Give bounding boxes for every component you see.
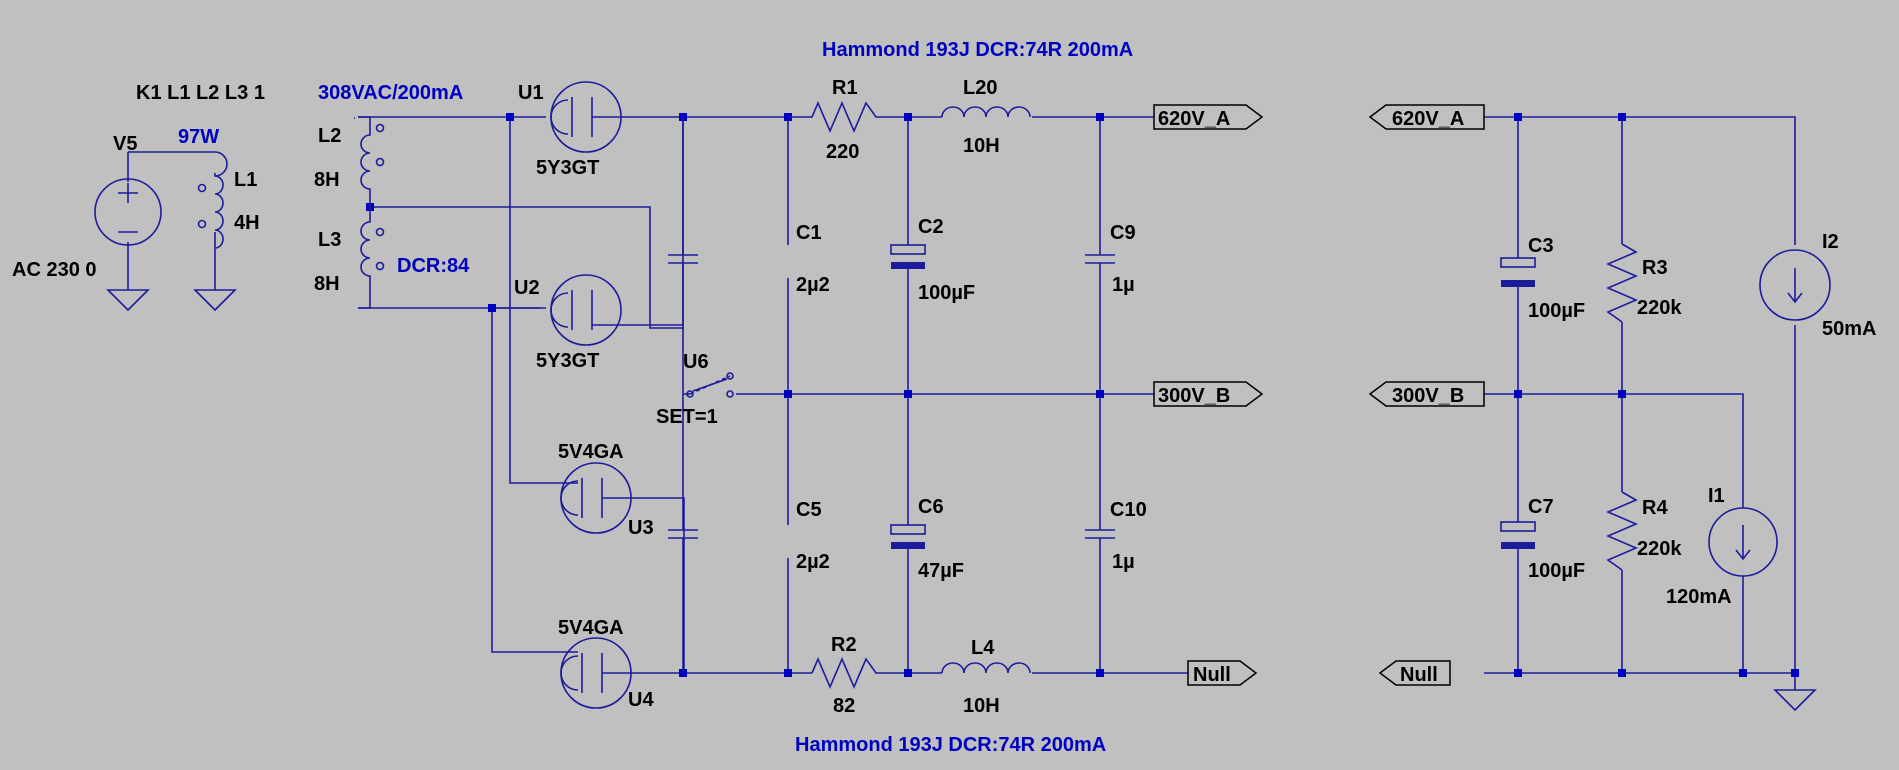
inductor-l2[interactable] [358, 116, 385, 207]
inductor-name: L1 [234, 169, 257, 191]
ground-icon [1773, 689, 1817, 712]
net-flag-620v-in[interactable]: 620V_A [1368, 104, 1485, 130]
tube-name: U3 [628, 517, 654, 539]
capacitor-value: 1µ [1112, 274, 1135, 296]
net-label-300v-out: 300V_B [1158, 385, 1230, 407]
net-label-300v-in: 300V_B [1392, 385, 1464, 407]
inductor-l4[interactable] [941, 662, 1031, 674]
capacitor-name: C1 [796, 222, 822, 244]
capacitor-name: C9 [1110, 222, 1136, 244]
ground-icon [193, 289, 237, 312]
resistor-name: R1 [832, 77, 858, 99]
resistor-name: R2 [831, 634, 857, 656]
inductor-l20[interactable] [941, 106, 1031, 118]
current-source-value: 120mA [1666, 586, 1732, 608]
net-label-620v-out: 620V_A [1158, 108, 1230, 130]
inductor-value: 8H [314, 273, 340, 295]
current-source-name: I2 [1822, 231, 1839, 253]
wires [127, 116, 1796, 690]
tube-value: 5V4GA [558, 617, 624, 639]
net-flag-620v-out[interactable]: 620V_A [1153, 104, 1264, 130]
net-flag-null-out[interactable]: Null [1187, 660, 1258, 686]
capacitor-c6[interactable] [890, 524, 926, 558]
switch-value: SET=1 [656, 406, 718, 428]
resistor-value: 82 [833, 695, 855, 717]
capacitor-c2[interactable] [890, 244, 926, 278]
note-hammond-top: Hammond 193J DCR:74R 200mA [822, 39, 1133, 61]
net-label-null-out: Null [1193, 664, 1231, 686]
capacitor-value: 100µF [1528, 300, 1585, 322]
inductor-name: L3 [318, 229, 341, 251]
capacitor-c9[interactable] [1085, 245, 1115, 278]
current-source-name: I1 [1708, 485, 1725, 507]
note-hammond-bottom: Hammond 193J DCR:74R 200mA [795, 734, 1106, 756]
note-power: 97W [178, 126, 219, 148]
inductor-name: L4 [971, 637, 995, 659]
resistor-r2[interactable] [811, 656, 886, 690]
capacitor-c5[interactable] [668, 394, 698, 673]
inductor-value: 8H [314, 169, 340, 191]
capacitor-value: 2µ2 [796, 274, 830, 296]
net-flag-null-in[interactable]: Null [1378, 660, 1451, 686]
inductor-value: 4H [234, 212, 260, 234]
note-coupling: K1 L1 L2 L3 1 [136, 82, 265, 104]
tube-u3[interactable] [560, 462, 632, 534]
source-value: AC 230 0 [12, 259, 97, 281]
inductor-l3[interactable] [358, 207, 385, 309]
note-transformer-rating: 308VAC/200mA [318, 82, 463, 104]
capacitor-name: C6 [918, 496, 944, 518]
tube-name: U2 [514, 277, 540, 299]
switch-name: U6 [683, 351, 709, 373]
capacitor-c10[interactable] [1085, 525, 1115, 558]
capacitor-c1[interactable] [668, 117, 698, 394]
tube-value: 5Y3GT [536, 157, 599, 179]
resistor-name: R3 [1642, 257, 1668, 279]
tube-name: U1 [518, 82, 544, 104]
note-dcr: DCR:84 [397, 255, 470, 277]
capacitor-value: 47µF [918, 560, 964, 582]
current-source-i2[interactable] [1759, 249, 1831, 321]
capacitor-c3[interactable] [1500, 257, 1536, 292]
current-source-value: 50mA [1822, 318, 1876, 340]
tube-value: 5Y3GT [536, 350, 599, 372]
inductor-name: L2 [318, 125, 341, 147]
junctions [366, 113, 1799, 677]
ac-source-v5[interactable] [94, 178, 162, 246]
capacitor-value: 100µF [918, 282, 975, 304]
switch-u6[interactable] [684, 372, 734, 398]
net-label-null-in: Null [1400, 664, 1438, 686]
resistor-r3[interactable] [1605, 243, 1639, 323]
capacitor-c7[interactable] [1500, 521, 1536, 556]
inductor-value: 10H [963, 695, 1000, 717]
capacitor-value: 1µ [1112, 551, 1135, 573]
capacitor-name: C7 [1528, 496, 1554, 518]
resistor-r1[interactable] [788, 100, 886, 134]
inductor-name: L20 [963, 77, 997, 99]
source-name: V5 [113, 133, 137, 155]
capacitor-value: 2µ2 [796, 551, 830, 573]
resistor-name: R4 [1642, 497, 1668, 519]
net-flag-300v-out[interactable]: 300V_B [1153, 381, 1264, 407]
capacitor-name: C5 [796, 499, 822, 521]
tube-u1[interactable] [550, 81, 626, 153]
net-flag-300v-in[interactable]: 300V_B [1368, 381, 1485, 407]
tube-u2[interactable] [550, 274, 626, 346]
capacitor-name: C2 [918, 216, 944, 238]
capacitor-name: C10 [1110, 499, 1147, 521]
net-label-620v-in: 620V_A [1392, 108, 1464, 130]
tube-value: 5V4GA [558, 441, 624, 463]
ground-icon [106, 289, 150, 312]
capacitor-name: C3 [1528, 235, 1554, 257]
resistor-value: 220k [1637, 538, 1682, 560]
capacitor-value: 100µF [1528, 560, 1585, 582]
tube-name: U4 [628, 689, 654, 711]
resistor-value: 220k [1637, 297, 1682, 319]
inductor-l1[interactable] [197, 175, 224, 249]
current-source-i1[interactable] [1708, 507, 1778, 577]
resistor-r4[interactable] [1605, 491, 1639, 571]
resistor-value: 220 [826, 141, 859, 163]
tube-u4[interactable] [560, 637, 632, 709]
inductor-value: 10H [963, 135, 1000, 157]
